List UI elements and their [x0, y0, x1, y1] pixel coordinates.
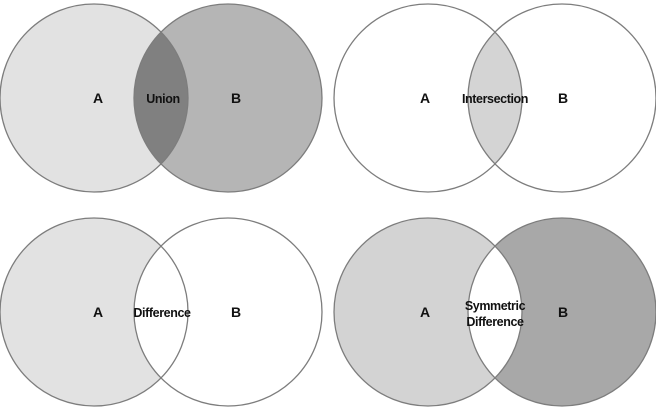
symmetric-operation-label-line1: Symmetric [465, 299, 526, 313]
difference-set-a-label: A [93, 304, 103, 320]
symmetric-set-a-outline [333, 217, 523, 407]
union-set-b-circle [134, 4, 322, 192]
difference-operation-label: Difference [133, 306, 191, 320]
difference-set-a-circle [0, 218, 188, 406]
symmetric-set-a-circle [334, 218, 522, 406]
difference-set-b-circle [134, 218, 322, 406]
union-set-b-outline [133, 3, 323, 193]
intersection-operation-label: Intersection [462, 92, 528, 106]
intersection-set-b-label: B [558, 90, 568, 106]
difference-set-a-outline [0, 217, 189, 407]
union-set-a-outline [0, 3, 189, 193]
union-set-b-label: B [231, 90, 241, 106]
intersection-set-a-label: A [420, 90, 430, 106]
union-operation-label: Union [146, 92, 179, 106]
union-diagram: A Union B [0, 3, 323, 193]
symmetric-operation-label-line2: Difference [466, 315, 524, 329]
intersection-diagram: A Intersection B [333, 3, 656, 193]
symmetric-set-a-label: A [420, 304, 430, 320]
symmetric-difference-diagram: A Symmetric Difference B [333, 217, 656, 407]
difference-set-b-outline [133, 217, 323, 407]
union-set-a-circle [0, 4, 188, 192]
union-set-a-label: A [93, 90, 103, 106]
difference-diagram: A Difference B [0, 217, 323, 407]
difference-set-b-label: B [231, 304, 241, 320]
symmetric-set-b-label: B [558, 304, 568, 320]
symmetric-set-b-circle [468, 218, 656, 406]
intersection-set-b-outline [467, 3, 656, 193]
symmetric-set-b-outline [467, 217, 656, 407]
intersection-set-b-circle [468, 4, 656, 192]
intersection-set-a-outline [333, 3, 523, 193]
intersection-set-a-circle [334, 4, 522, 192]
